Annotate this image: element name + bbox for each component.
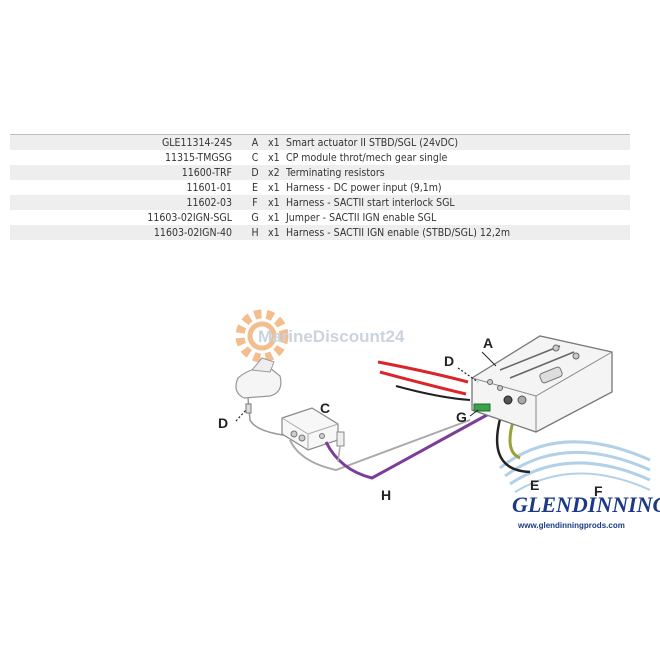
part-qty: x1 xyxy=(268,226,280,239)
label-d-top: D xyxy=(444,353,454,369)
table-row: 11315-TMGSG C x1 CP module throt/mech ge… xyxy=(10,150,630,165)
part-number: 11603-02IGN-SGL xyxy=(147,211,232,224)
part-qty: x1 xyxy=(268,181,280,194)
part-description: CP module throt/mech gear single xyxy=(286,151,448,164)
part-number: 11603-02IGN-40 xyxy=(153,226,232,239)
part-letter: E xyxy=(252,181,258,194)
part-number: 11600-TRF xyxy=(181,166,232,179)
part-letter: A xyxy=(251,136,259,149)
label-e: E xyxy=(530,477,539,493)
part-description: Jumper - SACTII IGN enable SGL xyxy=(286,211,437,224)
part-description: Harness - DC power input (9,1m) xyxy=(286,181,442,194)
cp-module xyxy=(281,407,339,451)
brand-url: www.glendinningprods.com xyxy=(517,521,625,530)
purple-wire-h xyxy=(324,408,497,480)
part-qty: x2 xyxy=(268,166,280,179)
part-letter: F xyxy=(252,196,258,209)
label-h: H xyxy=(381,487,391,503)
label-g: G xyxy=(456,409,467,425)
glendinning-wave-icon xyxy=(499,440,651,493)
part-number: 11601-01 xyxy=(186,181,232,194)
leader-d-top xyxy=(457,367,479,383)
table-row: 11602-03 F x1 Harness - SACTII start int… xyxy=(10,195,630,210)
part-qty: x1 xyxy=(268,196,280,209)
label-d-left: D xyxy=(218,415,228,431)
watermark-text: MarineDiscount24 xyxy=(258,327,405,346)
part-description: Smart actuator II STBD/SGL (24vDC) xyxy=(286,136,459,149)
part-qty: x1 xyxy=(268,151,280,164)
part-letter: C xyxy=(251,151,259,164)
table-row: 11603-02IGN-SGL G x1 Jumper - SACTII IGN… xyxy=(10,210,630,225)
part-number: 11602-03 xyxy=(186,196,232,209)
red-wire-2 xyxy=(379,370,467,396)
part-letter: D xyxy=(251,166,259,179)
label-f: F xyxy=(594,483,603,499)
part-number: GLE11314-24S xyxy=(161,136,232,149)
jumper-g xyxy=(473,403,491,412)
part-description: Terminating resistors xyxy=(286,166,385,179)
leader-a xyxy=(481,351,497,367)
table-row: 11601-01 E x1 Harness - DC power input (… xyxy=(10,180,630,195)
terminating-resistor-left xyxy=(235,403,252,422)
part-letter: G xyxy=(251,211,259,224)
table-row: 11603-02IGN-40 H x1 Harness - SACTII IGN… xyxy=(10,225,630,240)
leader-g xyxy=(469,409,479,417)
gray-wire xyxy=(289,419,471,472)
table-row: GLE11314-24S A x1 Smart actuator II STBD… xyxy=(10,135,630,150)
part-qty: x1 xyxy=(268,136,280,149)
smart-actuator xyxy=(471,335,613,433)
part-letter: H xyxy=(251,226,259,239)
black-wire-top xyxy=(395,385,471,401)
table-row: 11600-TRF D x2 Terminating resistors xyxy=(10,165,630,180)
brand-logo: GLENDINNING xyxy=(512,492,660,517)
label-a: A xyxy=(483,335,493,351)
part-description: Harness - SACTII start interlock SGL xyxy=(286,196,455,209)
part-qty: x1 xyxy=(268,211,280,224)
label-c: C xyxy=(320,400,330,416)
part-description: Harness - SACTII IGN enable (STBD/SGL) 1… xyxy=(286,226,511,239)
plug-connector xyxy=(336,431,345,463)
part-number: 11315-TMGSG xyxy=(164,151,232,164)
parts-table: GLE11314-24S A x1 Smart actuator II STBD… xyxy=(10,134,630,240)
watermark-gear-icon xyxy=(235,309,289,363)
red-wire-1 xyxy=(377,360,469,384)
